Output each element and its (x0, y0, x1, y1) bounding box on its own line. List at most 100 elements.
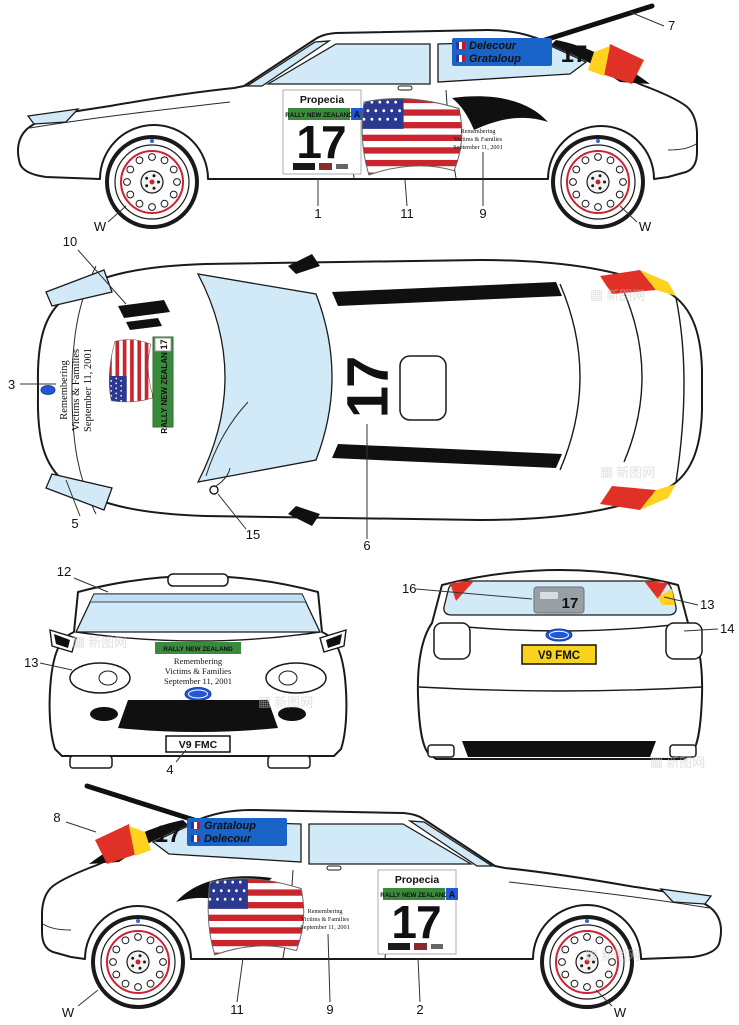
side-windows-bottom-band (332, 444, 562, 468)
hood-vent-2 (126, 318, 162, 330)
driver2-name: Grataloup (469, 53, 521, 65)
propecia-logo: Propecia (395, 874, 440, 886)
under-bumper-shadow (462, 741, 656, 757)
front-wheel (105, 135, 199, 229)
callout-9: 9 (326, 1002, 333, 1017)
rally-mini-number: 17 (159, 339, 169, 349)
door-rally-plate: Propecia RALLY NEW ZEALAND A 17 (377, 869, 458, 955)
ford-oval-nose (40, 385, 56, 395)
rear-window-badge: 17 (533, 586, 585, 614)
callout-9: 9 (479, 206, 486, 221)
ford-oval-front (184, 687, 212, 701)
driver-name-panel: Grataloup Delecour (187, 818, 287, 846)
door-window (265, 43, 431, 85)
tire-front-right (267, 755, 311, 769)
callout-11: 11 (230, 1002, 244, 1017)
rear-window-yellow-right (658, 589, 675, 605)
windshield-top (196, 273, 333, 483)
rear-corner-yellow-top (640, 270, 676, 296)
memorial-line3: September 11, 2001 (300, 924, 349, 931)
memorial-line1: Remembering (460, 128, 495, 135)
rear-wheel (91, 915, 185, 1009)
rear-corner-red-top (600, 270, 656, 294)
memorial-line3: September 11, 2001 (164, 676, 232, 686)
memorial-line3: September 11, 2001 (83, 348, 94, 432)
pillar-red-decal (602, 44, 644, 84)
windshield-sun-strip (89, 593, 307, 603)
tire-front-left (69, 755, 113, 769)
callout-6: 6 (363, 538, 370, 552)
rally-banner-text: RALLY NEW ZEALAND (163, 646, 233, 653)
door-handle (397, 85, 413, 91)
roof-vent-front (167, 573, 229, 587)
pillar-yellow-decal (129, 826, 151, 856)
flag-black-swoosh (452, 96, 548, 130)
fog-light-right (278, 707, 306, 721)
callout-13-rear: 13 (700, 597, 714, 612)
headlight-side (659, 888, 713, 905)
memorial-text-hood: Remembering Victims & Families September… (59, 348, 94, 432)
cowl-line (75, 631, 321, 642)
memorial-line1: Remembering (59, 360, 70, 420)
windshield-side (407, 820, 495, 867)
driver2-name: Grataloup (204, 820, 256, 832)
callout-w-rear: W (639, 219, 652, 234)
callout-1: 1 (314, 206, 321, 221)
memorial-text: Remembering Victims & Families September… (300, 908, 350, 931)
side-windows-top-band (332, 282, 562, 306)
memorial-line1: Remembering (174, 656, 223, 666)
window-number: 17 (155, 821, 182, 848)
roof-number: 17 (336, 358, 401, 419)
roof-antenna (542, 3, 655, 43)
callout-14: 14 (720, 621, 734, 636)
callout-w-front: W (94, 219, 107, 234)
callout-8: 8 (53, 810, 60, 825)
headlight-top-left (45, 269, 113, 307)
mirror-right (319, 629, 347, 653)
antenna-tail (215, 467, 231, 487)
grille (118, 700, 278, 732)
tire-rear-left (427, 744, 455, 758)
memorial-line3: September 11, 2001 (453, 144, 502, 151)
callout-2: 2 (416, 1002, 423, 1017)
callout-w-rear: W (62, 1005, 75, 1020)
bumper-line-rear (418, 686, 703, 692)
mirror-top (288, 254, 320, 274)
door-rally-plate: Propecia RALLY NEW ZEALAND A 17 (282, 89, 363, 175)
rally-banner-text: RALLY NEW ZEALAND (285, 112, 353, 119)
fog-light-left (90, 707, 118, 721)
rear-bumper-line (667, 143, 697, 151)
pillar-red-decal (95, 824, 137, 864)
callout-3: 3 (8, 377, 15, 392)
rally-banner-hood: RALLY NEW ZEALAND 17 (152, 336, 174, 434)
rear-view: 17 V9 FMC 16 13 14 (402, 569, 734, 760)
front-wheel (540, 915, 634, 1009)
callout-12: 12 (57, 564, 71, 579)
door-handle (326, 865, 342, 871)
taillight-right (665, 622, 703, 660)
callout-15: 15 (246, 527, 260, 542)
windshield-side (244, 40, 332, 87)
memorial-text-front: Remembering Victims & Families September… (164, 656, 232, 686)
callout-4: 4 (166, 762, 173, 777)
mirror-left (49, 629, 77, 653)
callout-16: 16 (402, 581, 416, 596)
rear-spoiler-edge (675, 297, 685, 483)
front-view: RALLY NEW ZEALAND Remembering Victims & … (24, 564, 348, 777)
rear-glass-rear-edge (623, 291, 643, 463)
memorial-line2: Victims & Families (165, 666, 232, 676)
callout-11: 11 (400, 206, 414, 221)
callout-7: 7 (668, 18, 675, 33)
rear-corner-red-bottom (600, 486, 656, 510)
ford-oval-rear (545, 628, 573, 642)
race-number: 17 (391, 896, 440, 948)
memorial-line2: Victims & Families (454, 136, 503, 143)
callout-10: 10 (63, 234, 77, 249)
hood-vent-1 (118, 300, 170, 318)
taillight-left (433, 622, 471, 660)
callout-5: 5 (71, 516, 78, 531)
door-window (308, 823, 474, 865)
rear-window-red-right (644, 581, 668, 599)
memorial-line2: Victims & Families (71, 349, 82, 431)
